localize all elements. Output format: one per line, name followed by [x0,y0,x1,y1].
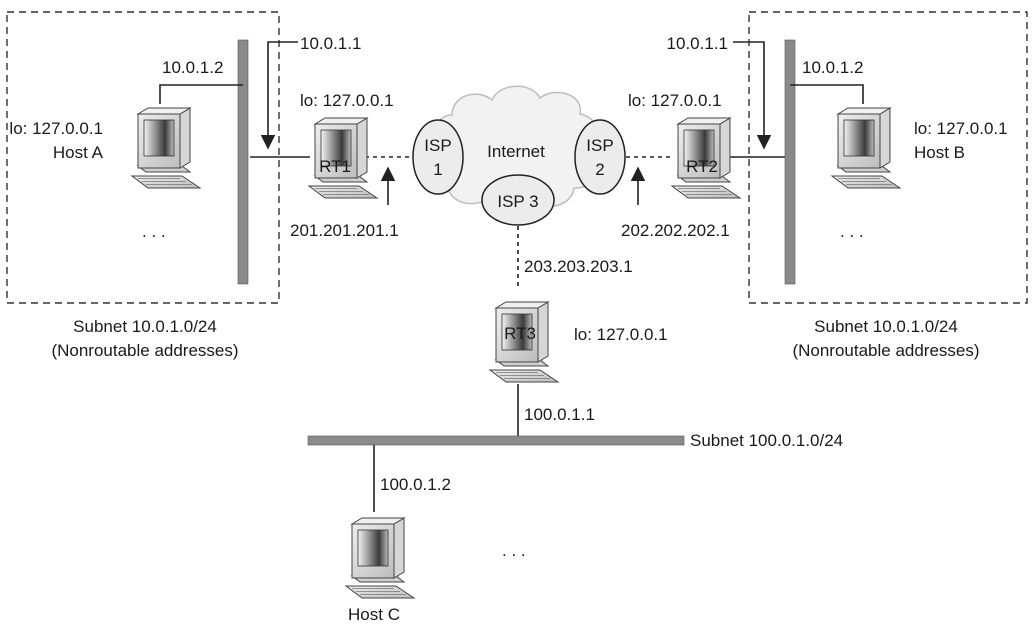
isp1-node: ISP 1 [412,119,464,195]
host-b-name: Host B [914,143,965,162]
isp2-node: ISP 2 [574,119,626,195]
host-a-computer-icon [131,107,201,189]
rt1-lan-ip: 10.0.1.1 [300,34,361,53]
subnet-b-boundary [748,11,1028,304]
rt3-wan-ip: 203.203.203.1 [524,257,633,276]
subnet-c-name: Subnet 100.0.1.0/24 [690,431,843,450]
rt1-loopback: lo: 127.0.0.1 [300,91,394,110]
host-a-ip: 10.0.1.2 [162,58,223,77]
isp3-node: ISP 3 [481,174,555,226]
host-b-ip: 10.0.1.2 [802,58,863,77]
rt3-name: RT3 [504,324,536,343]
rt2-loopback: lo: 127.0.0.1 [628,91,722,110]
rt2-name: RT2 [686,157,718,176]
host-a-link [159,84,243,104]
rt1-name: RT1 [319,157,351,176]
subnet-c-bus [307,435,685,446]
rt2-lan-ip: 10.0.1.1 [667,34,728,53]
subnet-b-bus [784,39,796,285]
isp1-label-line1: ISP [424,136,451,155]
host-c-ip: 100.0.1.2 [380,475,451,494]
host-c-name: Host C [348,605,400,624]
host-b-computer-icon [831,107,901,189]
rt1-lan-arrow [260,41,298,150]
host-b-loopback: lo: 127.0.0.1 [914,119,1008,138]
rt3-lan-ip: 100.0.1.1 [524,405,595,424]
host-b-more-hosts: . . . [840,222,864,241]
rt2-lan-arrow [733,41,772,150]
internet-label: Internet [487,142,545,161]
rt3-loopback: lo: 127.0.0.1 [574,325,668,344]
host-a-more-hosts: . . . [142,222,166,241]
isp1-label-line2: 1 [433,160,442,179]
host-a-name: Host A [53,143,104,162]
host-a-loopback: lo: 127.0.0.1 [9,119,103,138]
host-b-link [790,84,864,104]
isp2-label-line2: 2 [595,160,604,179]
subnet-c-more-hosts: . . . [502,541,526,560]
rt2-wan-ip: 202.202.202.1 [621,221,730,240]
subnet-a-name: Subnet 10.0.1.0/24 [73,317,217,336]
isp2-label-line1: ISP [586,136,613,155]
subnet-b-name: Subnet 10.0.1.0/24 [814,317,958,336]
rt1-wan-ip: 201.201.201.1 [290,221,399,240]
subnet-a-note: (Nonroutable addresses) [51,341,238,360]
isp3-label: ISP 3 [497,192,538,211]
subnet-a-boundary [6,11,280,304]
subnet-b-note: (Nonroutable addresses) [792,341,979,360]
subnet-a-bus [237,39,249,285]
host-c-computer-icon [345,517,415,599]
